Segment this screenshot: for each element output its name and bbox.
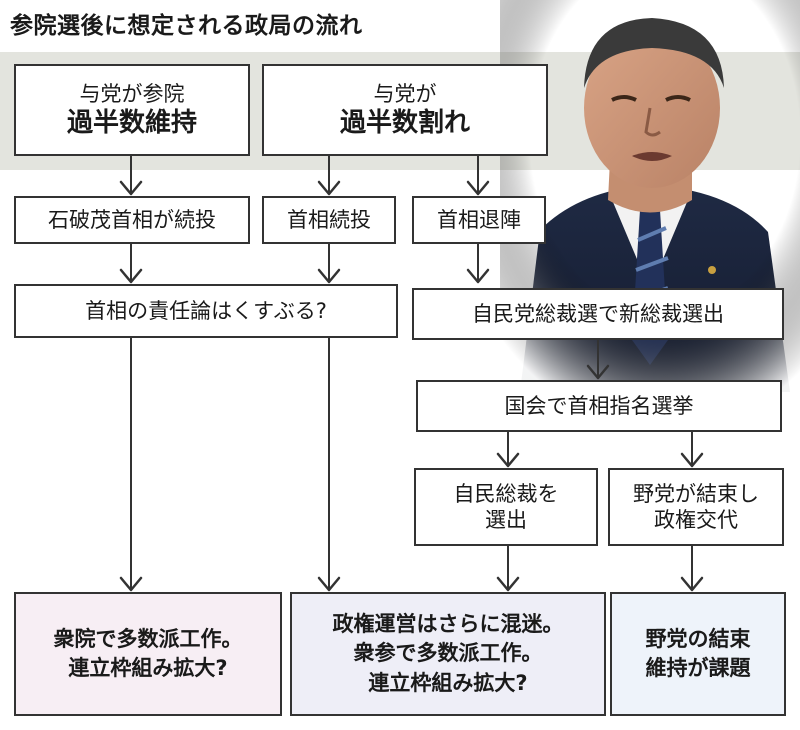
box-majority-lost: 与党が 過半数割れ	[262, 64, 548, 156]
box-ldp-pres-line1: 自民総裁を	[453, 481, 559, 506]
box-majority-maintained: 与党が参院 過半数維持	[14, 64, 250, 156]
box-ldp-leadership-election: 自民党総裁選で新総裁選出	[412, 288, 784, 340]
box-opposition-line1: 野党が結束し	[633, 481, 759, 506]
result-left-line1: 衆院で多数派工作。	[53, 626, 243, 651]
box-opposition-unites: 野党が結束し 政権交代	[608, 468, 784, 546]
box-minority-line2: 過半数割れ	[339, 107, 470, 138]
box-ldp-pres-line2: 選出	[485, 508, 527, 532]
box-ldp-president-elected: 自民総裁を 選出	[414, 468, 598, 546]
box-majority-line1: 与党が参院	[79, 81, 185, 106]
box-responsibility-debate: 首相の責任論はくすぶる?	[14, 284, 398, 338]
result-middle-line3: 連立枠組み拡大?	[368, 670, 528, 695]
box-pm-resigns: 首相退陣	[412, 196, 546, 244]
box-minority-line1: 与党が	[373, 81, 437, 106]
result-middle-line1: 政権運営はさらに混迷。	[332, 611, 564, 636]
result-middle-line2: 衆参で多数派工作。	[353, 641, 543, 666]
result-right-line1: 野党の結束	[645, 626, 751, 651]
result-box-middle: 政権運営はさらに混迷。 衆参で多数派工作。 連立枠組み拡大?	[290, 592, 606, 716]
result-box-left: 衆院で多数派工作。 連立枠組み拡大?	[14, 592, 282, 716]
box-opposition-line2: 政権交代	[654, 508, 738, 532]
result-box-right: 野党の結束 維持が課題	[610, 592, 786, 716]
page-title: 参院選後に想定される政局の流れ	[10, 13, 363, 39]
box-ishiba-continues: 石破茂首相が続投	[14, 196, 250, 244]
box-pm-continues: 首相続投	[262, 196, 396, 244]
box-majority-line2: 過半数維持	[66, 107, 197, 138]
result-left-line2: 連立枠組み拡大?	[68, 656, 228, 680]
result-right-line2: 維持が課題	[645, 656, 751, 680]
box-diet-pm-vote: 国会で首相指名選挙	[416, 380, 782, 432]
